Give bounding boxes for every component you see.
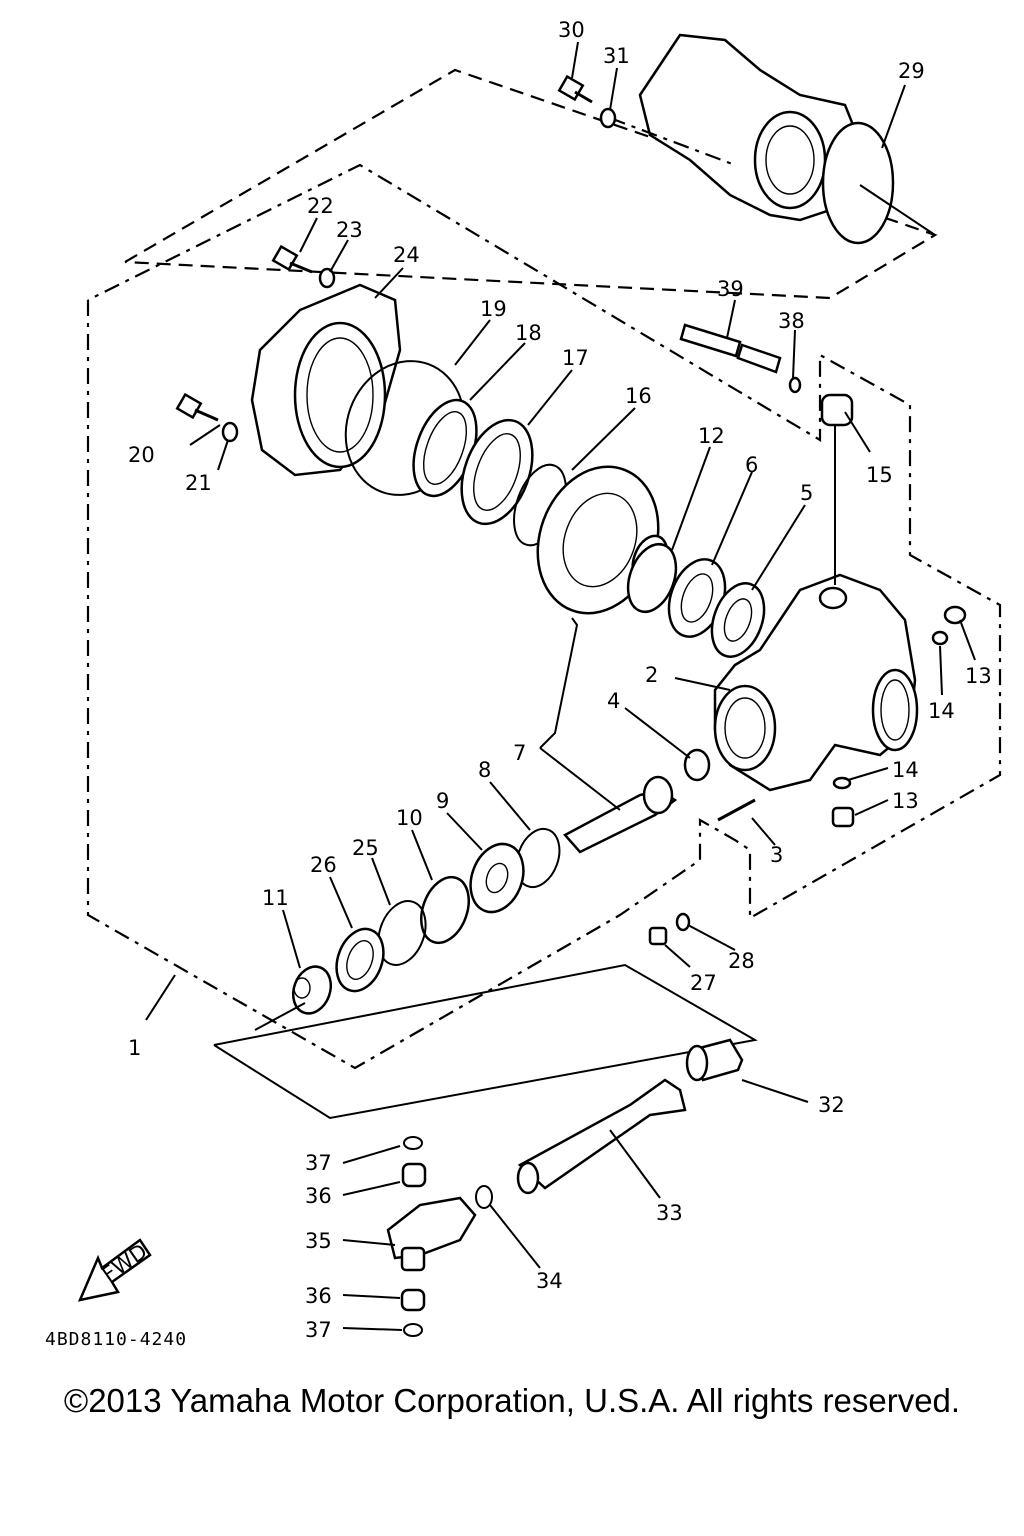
bearing-17 — [460, 418, 534, 526]
bearing-4 — [683, 748, 711, 782]
callout-29: 29 — [898, 59, 925, 83]
washer-14-upper — [931, 630, 949, 646]
plug-13-lower — [831, 806, 855, 828]
bearing-cup-36-upper — [401, 1162, 427, 1188]
callout-13-lower: 13 — [892, 789, 919, 813]
gear-case-housing — [713, 573, 919, 792]
callout-10: 10 — [396, 806, 423, 830]
pinion-shaft — [563, 775, 678, 854]
callout-5: 5 — [800, 481, 813, 505]
callout-15: 15 — [866, 463, 893, 487]
callout-32: 32 — [818, 1093, 845, 1117]
callout-2: 2 — [645, 663, 658, 687]
callout-36-upper: 36 — [305, 1184, 332, 1208]
coupling-32 — [685, 1038, 744, 1082]
nut-27 — [648, 926, 668, 946]
callout-labels: 1 2 3 4 5 6 7 8 9 10 11 12 13 14 15 16 1… — [128, 18, 992, 1342]
circlip-37-upper — [403, 1136, 423, 1150]
callout-8: 8 — [478, 758, 491, 782]
callout-20: 20 — [128, 443, 155, 467]
callout-36-lower: 36 — [305, 1284, 332, 1308]
callout-19: 19 — [480, 297, 507, 321]
plug-13-upper — [943, 605, 967, 625]
callout-21: 21 — [185, 471, 212, 495]
callout-33: 33 — [656, 1201, 683, 1225]
pin-39 — [679, 323, 782, 374]
callout-28: 28 — [728, 949, 755, 973]
callout-9: 9 — [436, 789, 449, 813]
washer-14-lower — [832, 776, 852, 790]
callout-25: 25 — [352, 836, 379, 860]
upper-housing — [609, 33, 936, 245]
bolt-22 — [271, 244, 313, 274]
stud-3 — [717, 798, 756, 822]
shim-8 — [515, 827, 561, 889]
drive-shaft-33 — [516, 1078, 687, 1195]
universal-joint-35 — [386, 1196, 477, 1272]
callout-30: 30 — [558, 18, 585, 42]
callout-18: 18 — [515, 321, 542, 345]
callout-27: 27 — [690, 971, 717, 995]
fwd-arrow-icon: FWD — [77, 1238, 152, 1302]
callout-6: 6 — [745, 453, 758, 477]
callout-11: 11 — [262, 886, 289, 910]
clip-38 — [788, 376, 802, 394]
callout-16: 16 — [625, 384, 652, 408]
exploded-parts-diagram: FWD — [45, 18, 1002, 1350]
callout-37-upper: 37 — [305, 1151, 332, 1175]
bearing-26 — [335, 927, 385, 993]
callout-34: 34 — [536, 1269, 563, 1293]
circlip-37-lower — [403, 1323, 423, 1337]
callout-12: 12 — [698, 424, 725, 448]
copyright-notice: ©2013 Yamaha Motor Corporation, U.S.A. A… — [63, 1382, 961, 1419]
cover-24 — [250, 283, 402, 477]
bolt-30 — [557, 74, 593, 104]
callout-17: 17 — [562, 346, 589, 370]
leader-lines — [145, 41, 976, 1331]
callout-37-lower: 37 — [305, 1318, 332, 1342]
callout-26: 26 — [310, 853, 337, 877]
circlip-34 — [475, 1185, 493, 1209]
washer-23 — [318, 267, 336, 289]
callout-1: 1 — [128, 1036, 141, 1060]
callout-4: 4 — [607, 689, 620, 713]
bolt-20 — [175, 392, 219, 422]
callout-13-upper: 13 — [965, 664, 992, 688]
bearing-cup-36-lower — [400, 1288, 426, 1312]
callout-31: 31 — [603, 44, 630, 68]
washer-21 — [221, 421, 239, 443]
ring-nut-10 — [420, 875, 470, 945]
callout-22: 22 — [307, 194, 334, 218]
callout-38: 38 — [778, 309, 805, 333]
seal-5 — [710, 582, 766, 658]
o-ring-25 — [377, 900, 427, 966]
callout-35: 35 — [305, 1229, 332, 1253]
diagram-code: 4BD8110-4240 — [45, 1329, 187, 1350]
washer-31 — [599, 107, 617, 129]
callout-24: 24 — [393, 243, 420, 267]
plug-15 — [820, 393, 854, 585]
callout-14-upper: 14 — [928, 699, 955, 723]
callout-39: 39 — [717, 277, 744, 301]
callout-3: 3 — [770, 843, 783, 867]
callout-14-lower: 14 — [892, 758, 919, 782]
washer-28 — [675, 912, 691, 932]
callout-23: 23 — [336, 218, 363, 242]
callout-7: 7 — [513, 741, 526, 765]
bearing-9 — [469, 842, 525, 914]
